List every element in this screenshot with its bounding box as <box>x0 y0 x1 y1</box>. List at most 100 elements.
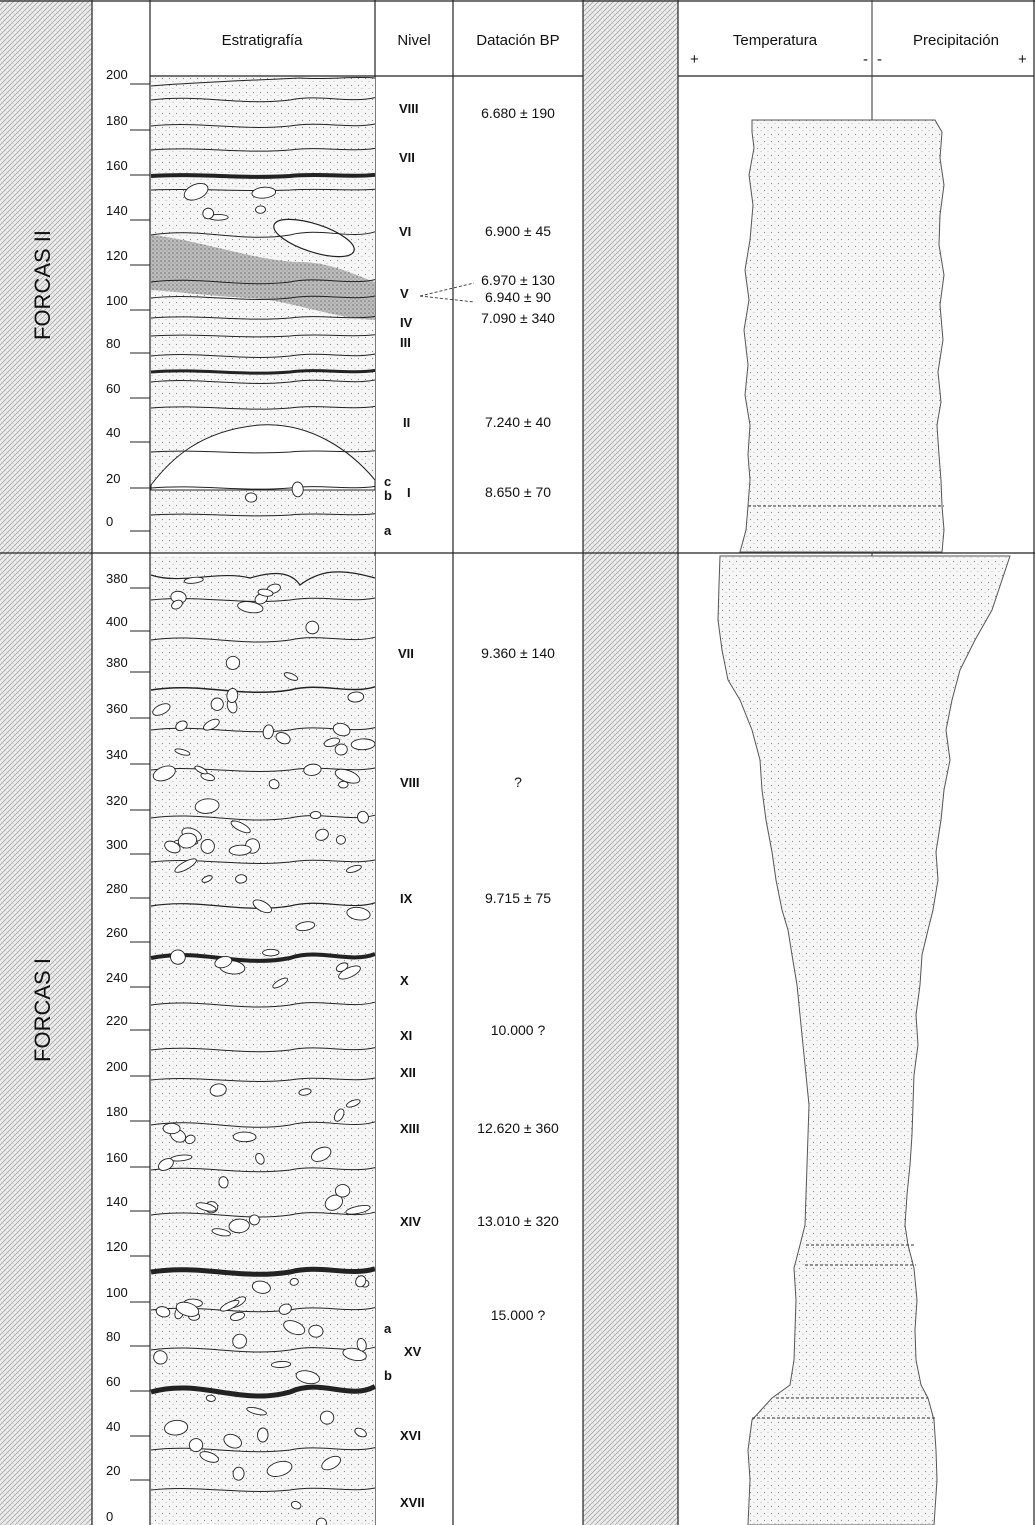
depth-tick-label: 200 <box>106 1059 128 1074</box>
climate-curves <box>717 119 1011 1525</box>
depth-tick-label: 340 <box>106 747 128 762</box>
dating-label: 7.090 ± 340 <box>481 310 555 326</box>
dating-label: 10.000 ? <box>491 1022 546 1038</box>
dating-label: 8.650 ± 70 <box>485 484 551 500</box>
depth-tick-label: 380 <box>106 655 128 670</box>
dating-label: 12.620 ± 360 <box>477 1120 559 1136</box>
depth-tick-label: 180 <box>106 113 128 128</box>
depth-tick-label: 220 <box>106 1013 128 1028</box>
large-clast <box>273 218 355 258</box>
curve-break-lines <box>748 505 944 1419</box>
level-label: IV <box>400 315 413 330</box>
dating-label: ? <box>514 774 522 790</box>
depth-tick-label: 380 <box>106 571 128 586</box>
level-label: VIII <box>399 101 419 116</box>
depth-tick-label: 140 <box>106 203 128 218</box>
depth-tick-label: 120 <box>106 1239 128 1254</box>
dating-label: 6.940 ± 90 <box>485 289 551 305</box>
precipitation-minus: - <box>877 51 882 68</box>
depth-tick-label: 20 <box>106 1463 120 1478</box>
sublevel-label: c <box>384 474 391 489</box>
site-label-forcas-i: FORCAS I <box>30 958 55 1062</box>
level-label: X <box>400 973 409 988</box>
dating-label: 6.970 ± 130 <box>481 272 555 288</box>
clast-outlines <box>152 183 376 1525</box>
depth-scale: 2001801601401201008060402003804003803603… <box>106 67 150 1524</box>
upper-surface-ii <box>150 76 376 87</box>
dating-label: 9.715 ± 75 <box>485 890 551 906</box>
level-label: XII <box>400 1065 416 1080</box>
depth-tick-label: 100 <box>106 293 128 308</box>
depth-tick-label: 180 <box>106 1104 128 1119</box>
depth-tick-label: 80 <box>106 336 120 351</box>
dating-label: 7.240 ± 40 <box>485 414 551 430</box>
sublevel-label: a <box>384 523 392 538</box>
level-label: II <box>403 415 410 430</box>
depth-tick-label: 40 <box>106 425 120 440</box>
depth-tick-label: 140 <box>106 1194 128 1209</box>
sublevel-label: b <box>384 488 392 503</box>
depth-tick-label: 300 <box>106 837 128 852</box>
hatch-band-middle <box>583 0 678 1525</box>
boulder-ii <box>150 424 376 491</box>
level-label: VII <box>399 150 415 165</box>
precipitation-plus: + <box>1018 51 1027 68</box>
level-label: III <box>400 335 411 350</box>
dating-label: 6.680 ± 190 <box>481 105 555 121</box>
dating-label: 13.010 ± 320 <box>477 1213 559 1229</box>
temperature-minus: - <box>863 51 868 68</box>
depth-tick-label: 260 <box>106 925 128 940</box>
depth-tick-label: 120 <box>106 248 128 263</box>
depth-tick-label: 60 <box>106 1374 120 1389</box>
dating-label: 6.900 ± 45 <box>485 223 551 239</box>
depth-tick-label: 160 <box>106 158 128 173</box>
depth-tick-label: 280 <box>106 881 128 896</box>
depth-tick-label: 160 <box>106 1150 128 1165</box>
level-label: IX <box>400 891 413 906</box>
climate-curve-forcas-i <box>717 555 1011 1525</box>
sublevel-label: b <box>384 1368 392 1383</box>
level-label: XIV <box>400 1214 421 1229</box>
level-label: VI <box>399 224 411 239</box>
date-connector-upper <box>419 282 475 297</box>
level-label: XIII <box>400 1121 420 1136</box>
depth-tick-label: 80 <box>106 1329 120 1344</box>
level-label: XV <box>404 1344 422 1359</box>
climate-curve-forcas-ii <box>739 119 945 553</box>
level-header: Nivel <box>397 32 430 49</box>
depth-tick-label: 20 <box>106 471 120 486</box>
level-label: I <box>407 485 411 500</box>
date-connector-lower <box>419 295 475 303</box>
depth-tick-label: 40 <box>106 1419 120 1434</box>
depth-tick-label: 200 <box>106 67 128 82</box>
level-label: V <box>400 286 409 301</box>
level-labels: VIIIVIIVIVIVIIIIIIVIIVIIIIXXXIXIIXIIIXIV… <box>384 101 425 1510</box>
site-label-forcas-ii: FORCAS II <box>30 230 55 340</box>
dating-label: 9.360 ± 140 <box>481 645 555 661</box>
strat-fill-forcas-i <box>151 556 375 1525</box>
depth-tick-label: 400 <box>106 614 128 629</box>
depth-tick-label: 60 <box>106 381 120 396</box>
hatch-band-left <box>0 0 92 1525</box>
temperature-plus: + <box>690 51 699 68</box>
level-label: XVII <box>400 1495 425 1510</box>
temperature-header: Temperatura <box>733 32 818 49</box>
depth-tick-label: 0 <box>106 514 113 529</box>
level-label: VIII <box>400 775 420 790</box>
stratum-lines <box>150 97 377 1492</box>
dating-label: 15.000 ? <box>491 1307 546 1323</box>
depth-tick-label: 320 <box>106 793 128 808</box>
level-label: VII <box>398 646 414 661</box>
sublevel-label: a <box>384 1321 392 1336</box>
precipitation-header: Precipitación <box>913 32 999 49</box>
level-label: XVI <box>400 1428 421 1443</box>
depth-tick-label: 360 <box>106 701 128 716</box>
depth-tick-label: 0 <box>106 1509 113 1524</box>
dating-header: Datación BP <box>476 32 559 49</box>
stratigraphy-header: Estratigrafía <box>222 32 304 49</box>
dense-layer-v <box>151 235 375 320</box>
level-label: XI <box>400 1028 412 1043</box>
depth-tick-label: 100 <box>106 1285 128 1300</box>
